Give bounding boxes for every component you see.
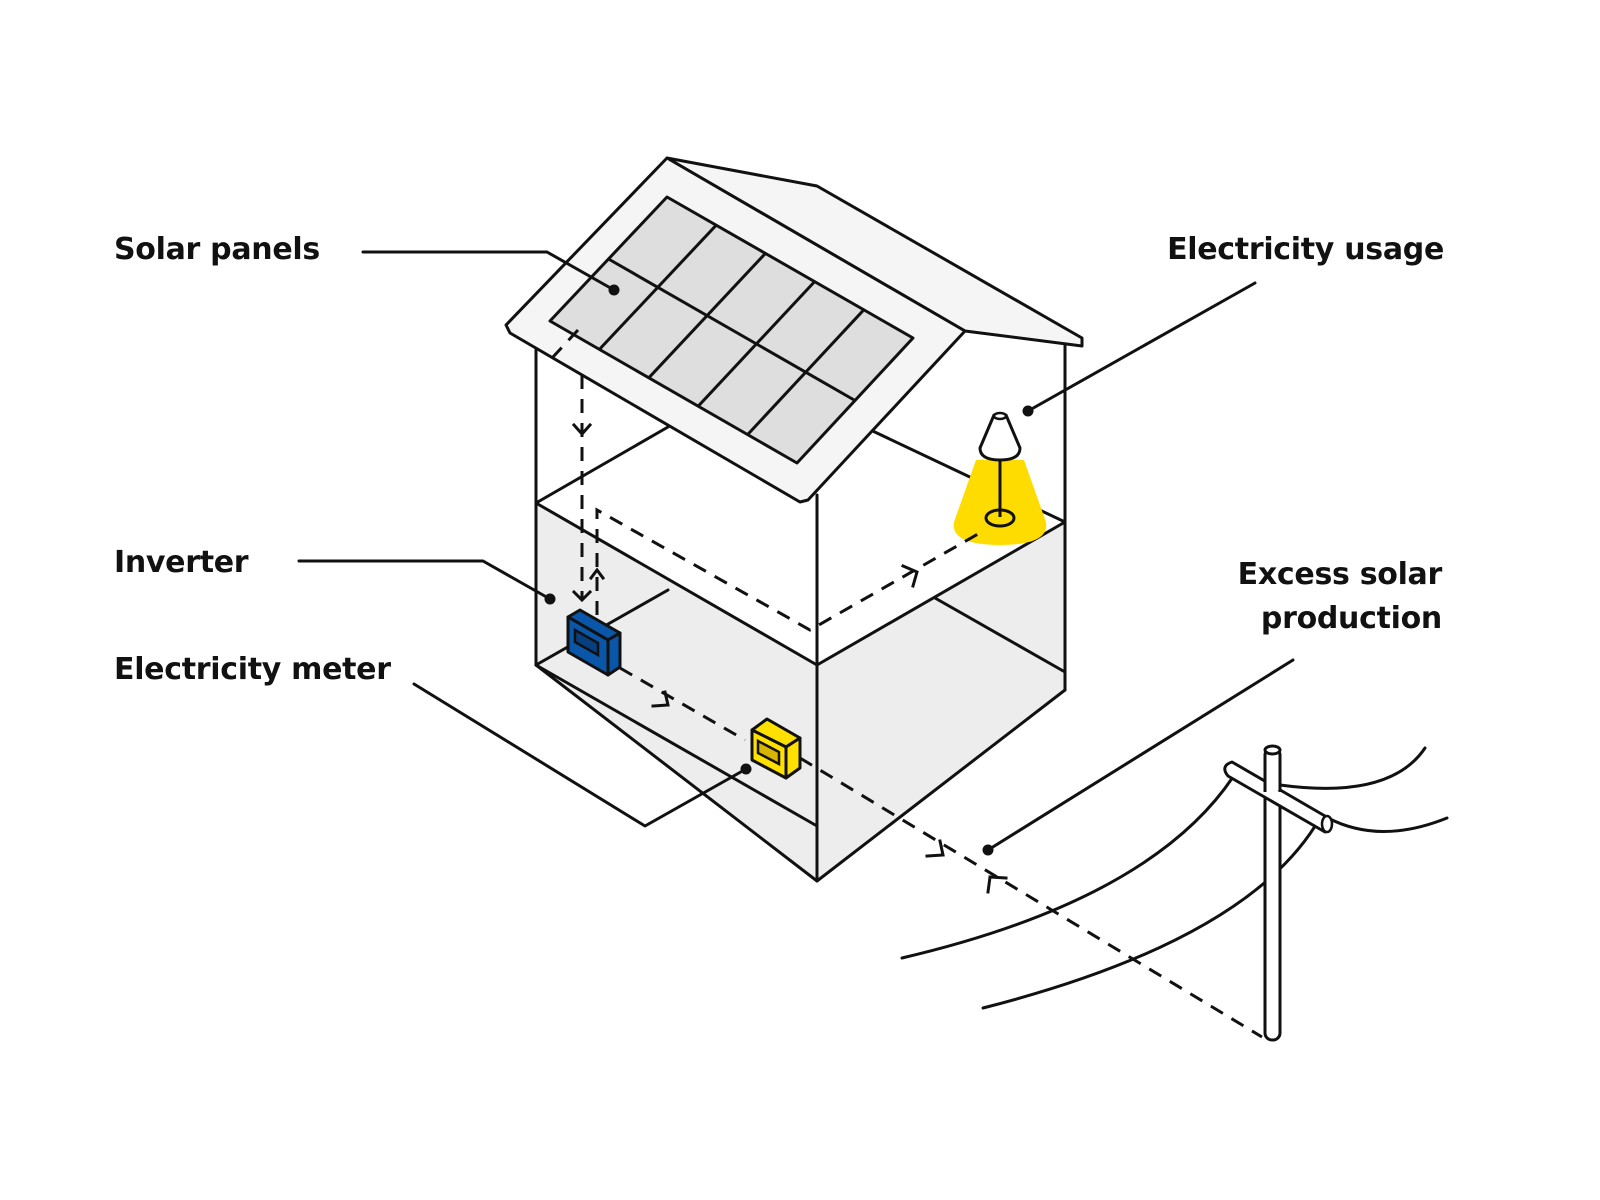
label-electricity-meter: Electricity meter bbox=[114, 652, 391, 687]
roof bbox=[504, 156, 1084, 504]
leader-dot-electricity-meter bbox=[740, 763, 752, 775]
label-excess-solar-line2: production bbox=[1260, 601, 1442, 636]
arrow-right-up-icon bbox=[901, 564, 919, 588]
label-solar-panels: Solar panels bbox=[114, 232, 320, 267]
meter-side bbox=[784, 736, 802, 780]
flow-inverter-to-meter bbox=[619, 666, 746, 742]
leader-electricity-meter bbox=[412, 682, 748, 828]
pole-shaft-front bbox=[1265, 780, 1280, 790]
panel-row-divider bbox=[607, 257, 856, 402]
inverter-side bbox=[606, 631, 622, 677]
arrow-right-down-icon bbox=[651, 690, 670, 708]
utility-pole bbox=[900, 744, 1449, 1042]
upper-floor-back-left bbox=[534, 425, 670, 505]
leader-dot-electricity-usage bbox=[1022, 405, 1034, 417]
leader-dot-excess-solar bbox=[982, 844, 994, 856]
house-base-left bbox=[534, 663, 819, 828]
lamp-base bbox=[984, 508, 1016, 528]
arrow-down-icon bbox=[571, 422, 593, 437]
leader-dot-inverter bbox=[544, 593, 556, 605]
lamp-top bbox=[992, 411, 1008, 421]
power-wire-right-lower bbox=[1326, 816, 1449, 833]
meter-box bbox=[750, 717, 802, 780]
label-electricity-usage: Electricity usage bbox=[1167, 232, 1444, 267]
lamp-shade bbox=[978, 413, 1022, 462]
meter-display bbox=[756, 738, 781, 767]
leader-electricity-usage bbox=[1026, 281, 1257, 413]
arrow-to-grid-icon bbox=[925, 839, 945, 858]
power-wire-right-upper bbox=[1278, 746, 1427, 790]
inverter-box bbox=[566, 608, 622, 677]
lamp bbox=[953, 411, 1047, 545]
label-inverter: Inverter bbox=[114, 545, 249, 580]
flow-solar-to-inverter bbox=[550, 328, 580, 360]
pole-top bbox=[1263, 744, 1282, 756]
back-right-floor-edge bbox=[933, 596, 1067, 674]
leader-excess-solar bbox=[986, 658, 1295, 852]
inverter-display bbox=[573, 627, 600, 658]
label-excess-solar: Excess solar production bbox=[1237, 553, 1443, 641]
leader-inverter bbox=[297, 559, 552, 601]
leader-solar-panels bbox=[361, 250, 616, 292]
arrow-down-icon-2 bbox=[571, 589, 593, 603]
power-wire-left-upper bbox=[900, 775, 1235, 960]
arrow-up-icon bbox=[588, 567, 606, 581]
arrow-from-grid-icon bbox=[986, 875, 1008, 894]
ground-floor bbox=[534, 341, 1067, 883]
solar-panel-grid bbox=[598, 224, 865, 436]
label-excess-solar-line1: Excess solar bbox=[1237, 557, 1443, 592]
power-wire-left-lower bbox=[981, 816, 1322, 1010]
flow-inverter-to-lamp bbox=[595, 507, 986, 632]
flow-meter-to-grid bbox=[799, 756, 1263, 1039]
flow-lines bbox=[550, 328, 1263, 1039]
leader-dot-solar-panels bbox=[608, 284, 620, 296]
leaders bbox=[297, 250, 1295, 856]
crossarm-end-icon bbox=[1320, 814, 1334, 834]
ground-floor-right-wall bbox=[817, 522, 1065, 881]
